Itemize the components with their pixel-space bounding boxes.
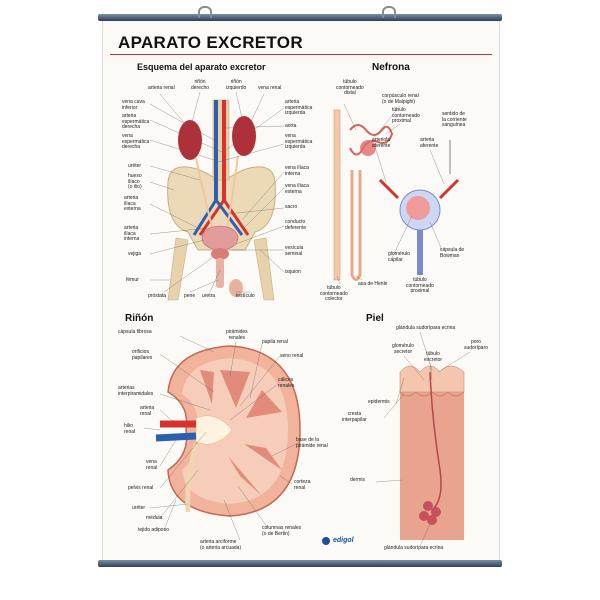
label-arteria-esp-izq: arteria espermática izquierda (285, 99, 313, 116)
label-tubulo-piel: túbulo excretor (424, 351, 443, 363)
collecting-duct (333, 109, 341, 281)
label-asa-henle: asa de Henle (358, 281, 388, 287)
glomerulus-small (360, 140, 376, 156)
label-papila: papila renal (262, 339, 288, 345)
poster-title: APARATO EXCRETOR (118, 33, 303, 52)
label-vena-cava: vena cava inferior (122, 99, 145, 111)
top-hanging-rod (98, 14, 502, 21)
label-arteriola-eferente: arteria aferente (420, 137, 439, 149)
label-sentido: sentido de la corriente sanguínea (442, 111, 467, 128)
label-arteriola-aferente: arteriola aferente (372, 137, 391, 149)
label-base-piramide: base de la pirámide renal (296, 437, 328, 449)
femur-left (167, 237, 189, 301)
label-medula: médula (146, 515, 163, 521)
femur-right (253, 237, 275, 301)
label-corteza: corteza renal (294, 479, 311, 491)
label-vena-renal: vena renal (258, 85, 282, 91)
label-orificios: orificios papilares (132, 349, 153, 361)
renal-vein (155, 432, 197, 442)
label-epidermis: epidermis (368, 399, 390, 405)
label-hueso-iliaco: hueso ilíaco (o ilio) (128, 173, 142, 190)
loop-of-henle (350, 170, 362, 281)
label-prostata: próstata (148, 293, 167, 299)
label-capsula-bowman: cápsula de Bowman (440, 247, 465, 259)
label-glandula-bottom: glándula sudorípara ecrina (384, 545, 444, 551)
label-vena-iliaca-externa: vena ilíaca externa (285, 183, 309, 195)
label-testiculo: testículo (236, 293, 255, 299)
kidney-left (232, 116, 256, 156)
heading-rinon: Riñón (125, 313, 154, 324)
label-vejiga: vejiga (128, 251, 142, 257)
label-piramides: pirámides renales (226, 329, 248, 341)
label-ureter-rinon: uréter (132, 505, 146, 511)
label-corpusculo: corpúsculo renal (o de Malpighi) (382, 93, 419, 105)
label-arteria-arciforme: arteria arciforme (o arteria arcuada) (200, 539, 242, 551)
label-dermis: dermis (350, 477, 366, 483)
heading-esquema: Esquema del aparato excretor (137, 62, 266, 72)
label-tejido: tejido adiposo (138, 527, 169, 533)
right-hanger-hook (382, 6, 396, 18)
label-tubulo-proximal-2: túbulo contorneado proximal (406, 277, 434, 294)
label-pene: pene (184, 293, 196, 299)
label-sacro: sacro (285, 204, 298, 210)
label-columnas: columnas renales (o de Bertin) (262, 525, 302, 537)
glomerulus-capillary (406, 196, 430, 220)
label-arteria-esp-der: arteria espermática derecha (122, 113, 150, 130)
title-divider (110, 54, 492, 55)
label-arterias-inter: arterias interpiramidales (118, 385, 154, 397)
label-arteria-renal: arteria renal (148, 85, 175, 91)
label-tubulo-distal: túbulo contorneado distal (336, 79, 364, 96)
label-arteria-iliaca-interna: arteria ilíaca interna (124, 225, 140, 242)
label-glomerulo: glomérulo capilar (388, 251, 410, 263)
label-arteria-renal-rinon: arteria renal (140, 405, 155, 417)
label-glomerulo-piel: glomérulo secretor (392, 343, 414, 355)
label-femur: fémur (126, 277, 139, 283)
testicle (229, 279, 243, 297)
heading-piel: Piel (366, 313, 384, 324)
label-cresta: cresta interpapilar (342, 411, 367, 423)
label-ureter: uréter (128, 163, 142, 169)
label-capsula-fibrosa: cápsula fibrosa (118, 329, 152, 335)
label-seno: seno renal (280, 353, 304, 359)
label-glandula-top: glándula sudorípara ecrina (396, 325, 456, 331)
renal-pyramids (200, 370, 282, 496)
label-pelvis: pelvis renal (128, 485, 154, 491)
label-uretra: uretra (202, 293, 216, 299)
excretory-duct (429, 371, 442, 511)
prostate (211, 248, 229, 260)
heading-nefrona: Nefrona (372, 62, 410, 73)
brand-logo-icon (322, 537, 330, 545)
label-hilio: hilio renal (124, 423, 136, 435)
label-arteria-iliaca-externa: arteria ilíaca externa (124, 195, 141, 212)
afferent-arteriole (378, 178, 400, 200)
interpapillary-ridge (399, 391, 465, 397)
label-vena-renal-rinon: vena renal (146, 459, 158, 471)
label-caliz: cálices renales (278, 377, 295, 389)
sweat-gland-coil (419, 501, 441, 525)
renal-pelvis (195, 415, 233, 445)
efferent-arteriole (438, 178, 460, 200)
label-rinon-izquierdo: riñón izquierdo (226, 79, 247, 91)
label-isquion: isquion (285, 269, 301, 275)
label-tubulo-proximal: túbulo contorneado proximal (392, 107, 420, 124)
label-vesicula-seminal: vesícula seminal (285, 245, 304, 257)
bottom-hanging-rod (98, 560, 502, 567)
label-conducto-deferente: conducto deferente (285, 219, 307, 231)
brand-name: edigol (333, 537, 354, 544)
label-vena-esp-izq: vena espermática izquierda (285, 133, 313, 150)
penis (216, 258, 224, 288)
label-vena-esp-der: vena espermática derecha (122, 133, 150, 150)
label-tubulo-colector: túbulo contorneado colector (320, 285, 348, 302)
left-hanger-hook (198, 6, 212, 18)
label-rinon-derecho: riñón derecho (191, 79, 210, 91)
label-aorta: aorta (285, 123, 297, 129)
label-vena-iliaca-interna: vena ilíaca interna (285, 165, 309, 177)
ureter-kidney (185, 443, 199, 513)
label-poro: poro sudoríparo (464, 339, 488, 351)
